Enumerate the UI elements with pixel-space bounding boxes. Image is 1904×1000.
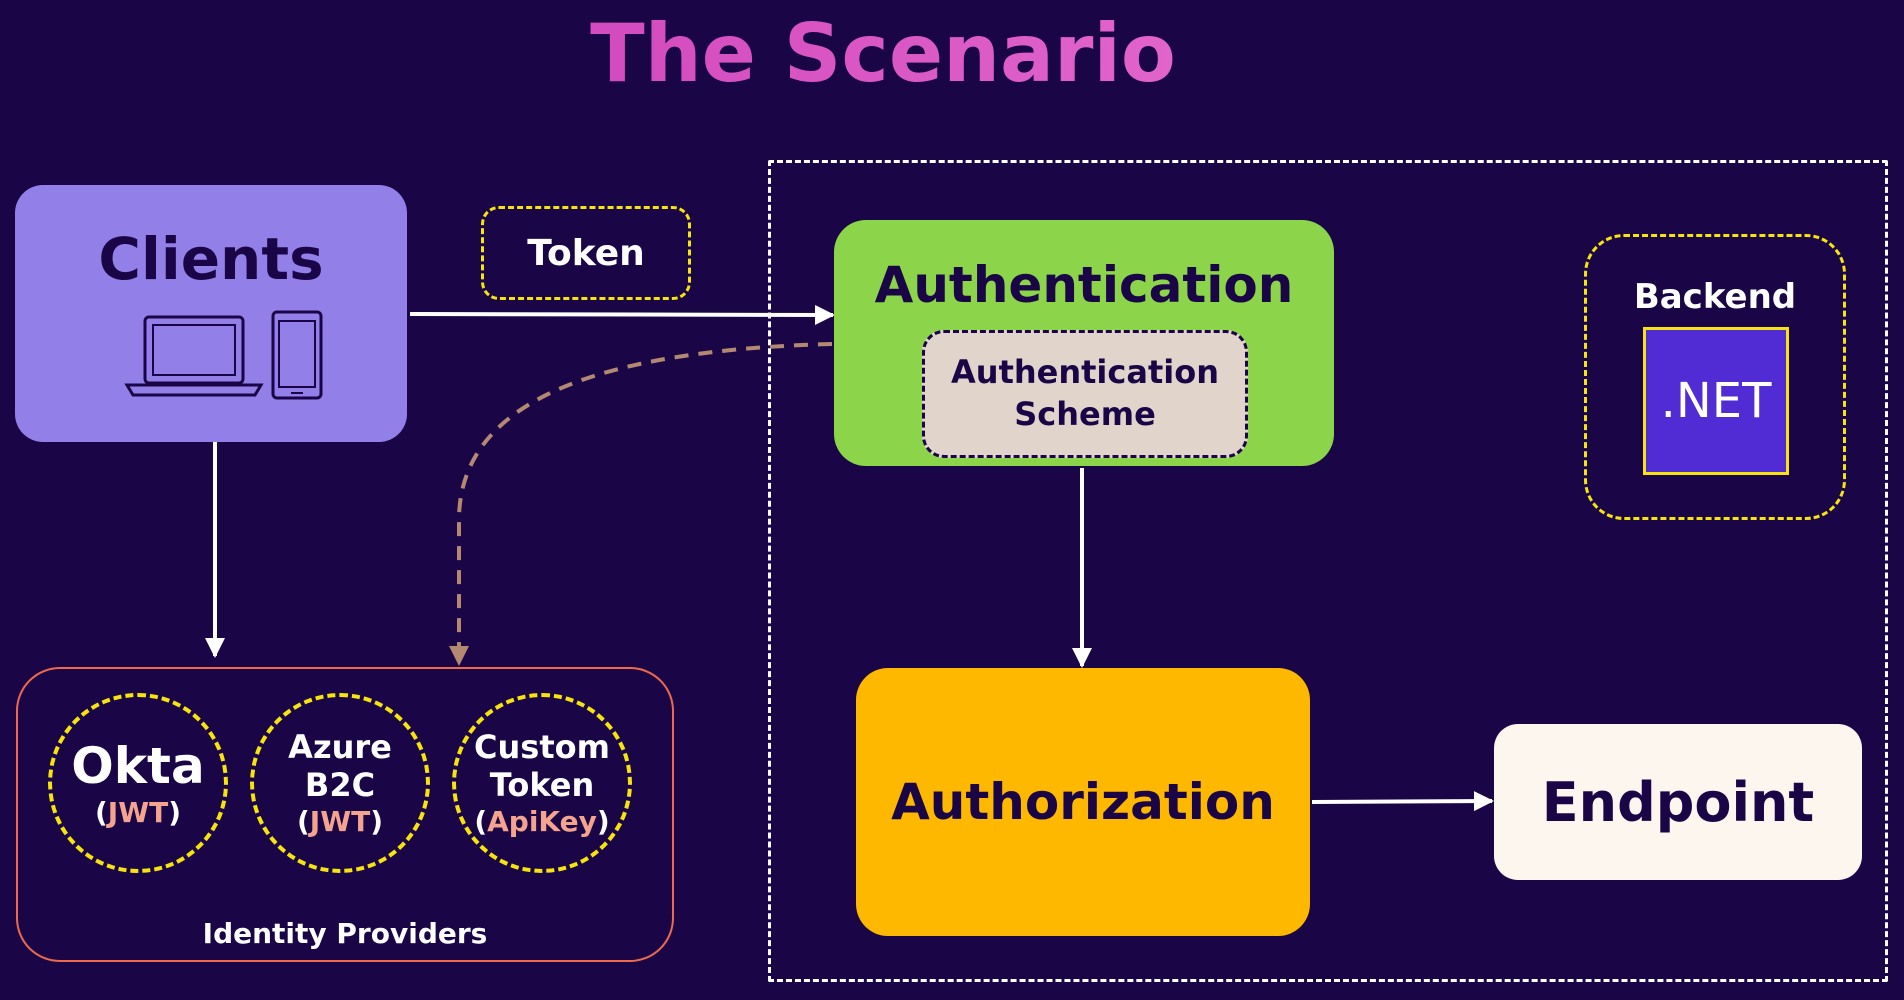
idp-okta: Okta (JWT) [48, 693, 228, 873]
page-title: The Scenario [0, 8, 1766, 100]
phone-icon [271, 310, 323, 400]
idp-name: Azure [288, 727, 392, 766]
clients-to-authentication-arrow [409, 304, 835, 325]
authentication-box: Authentication Authentication Scheme [834, 220, 1334, 466]
endpoint-box: Endpoint [1494, 724, 1862, 880]
authentication-scheme-box: Authentication Scheme [922, 330, 1248, 458]
idp-name: Okta [71, 737, 205, 796]
idp-type: (JWT) [297, 804, 383, 838]
backend-region [768, 160, 1888, 982]
idp-type: (ApiKey) [474, 804, 610, 838]
idp-custom-token: Custom Token (ApiKey) [452, 693, 632, 873]
identity-providers-group: Okta (JWT) Azure B2C (JWT) Custom Token … [16, 667, 674, 962]
token-badge: Token [481, 206, 691, 300]
backend-label: Backend [1633, 277, 1797, 317]
scheme-line-2: Scheme [1014, 395, 1156, 433]
backend-box: Backend .NET [1584, 234, 1846, 520]
identity-providers-caption: Identity Providers [202, 917, 488, 950]
authentication-to-identity-providers-dashed-arrow [449, 342, 833, 666]
laptop-icon [124, 315, 264, 397]
idp-type: (JWT) [95, 796, 181, 830]
dotnet-logo: .NET [1643, 327, 1789, 475]
clients-box: Clients [15, 185, 407, 442]
scheme-line-1: Authentication [951, 353, 1219, 392]
idp-name-line-2: B2C [304, 766, 376, 805]
idp-azure-b2c: Azure B2C (JWT) [250, 693, 430, 873]
idp-name: Custom [474, 727, 610, 766]
idp-name-line-2: Token [489, 766, 595, 805]
clients-label: Clients [98, 225, 324, 293]
authorization-box: Authorization [856, 668, 1310, 936]
authentication-label: Authentication [874, 256, 1294, 314]
authorization-to-endpoint-arrow [1311, 791, 1494, 812]
